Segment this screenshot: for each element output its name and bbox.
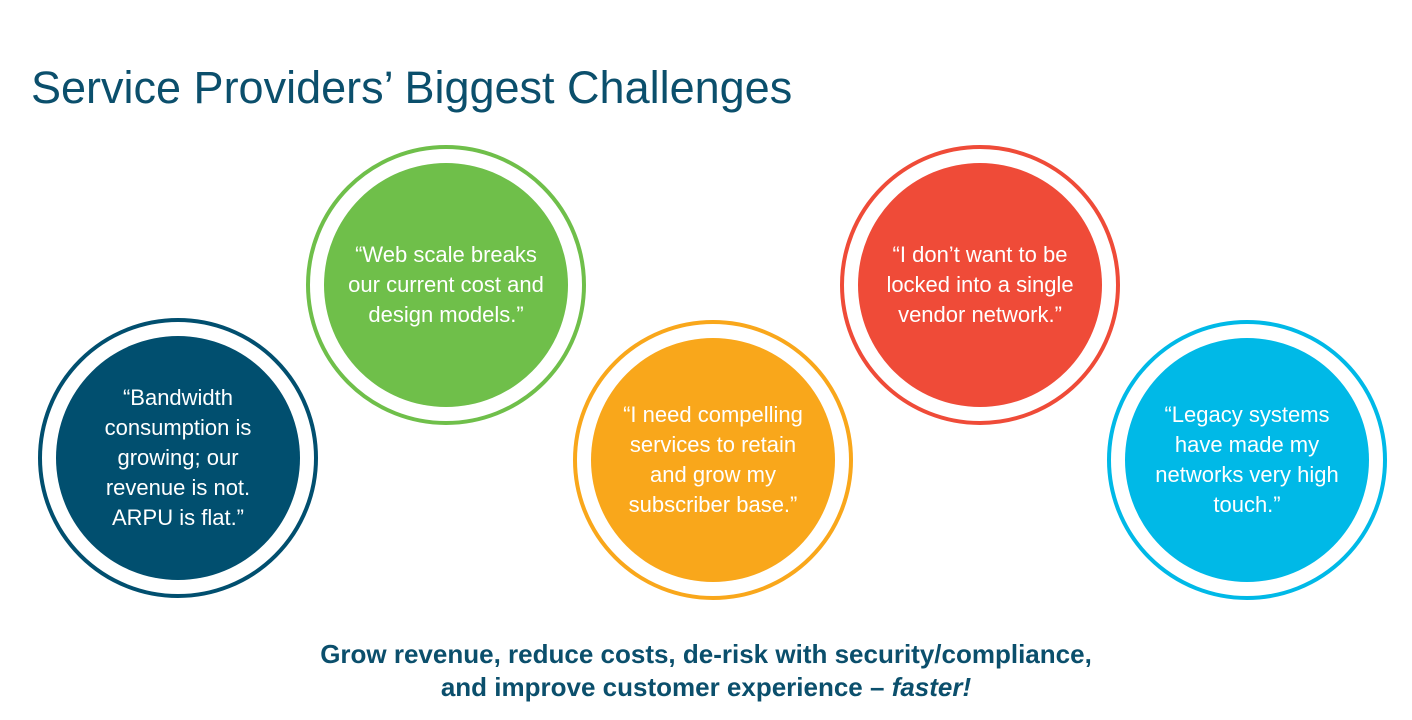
challenge-quote: “I need compelling services to retain an… <box>623 402 803 517</box>
challenge-circle-web-scale: “Web scale breaks our current cost and d… <box>306 145 586 425</box>
challenge-circle-legacy: “Legacy systems have made my networks ve… <box>1107 320 1387 600</box>
challenge-circle-services: “I need compelling services to retain an… <box>573 320 853 600</box>
challenge-circle-vendor-lock: “I don’t want to be locked into a single… <box>840 145 1120 425</box>
slide-title: Service Providers’ Biggest Challenges <box>31 62 793 113</box>
challenge-quote: “Web scale breaks our current cost and d… <box>348 242 544 327</box>
summary-line-2-text: and improve customer experience – <box>440 672 892 702</box>
challenge-quote: “Legacy systems have made my networks ve… <box>1155 402 1339 517</box>
challenge-quote: “Bandwidth consumption is growing; our r… <box>104 385 252 530</box>
summary-emphasis: faster! <box>891 672 972 702</box>
challenge-circle-bandwidth: “Bandwidth consumption is growing; our r… <box>38 318 318 598</box>
summary-line-2: and improve customer experience – faster… <box>0 671 1412 704</box>
challenge-quote: “I don’t want to be locked into a single… <box>886 242 1074 327</box>
summary-text: Grow revenue, reduce costs, de-risk with… <box>0 638 1412 704</box>
summary-line-1: Grow revenue, reduce costs, de-risk with… <box>320 639 1092 669</box>
